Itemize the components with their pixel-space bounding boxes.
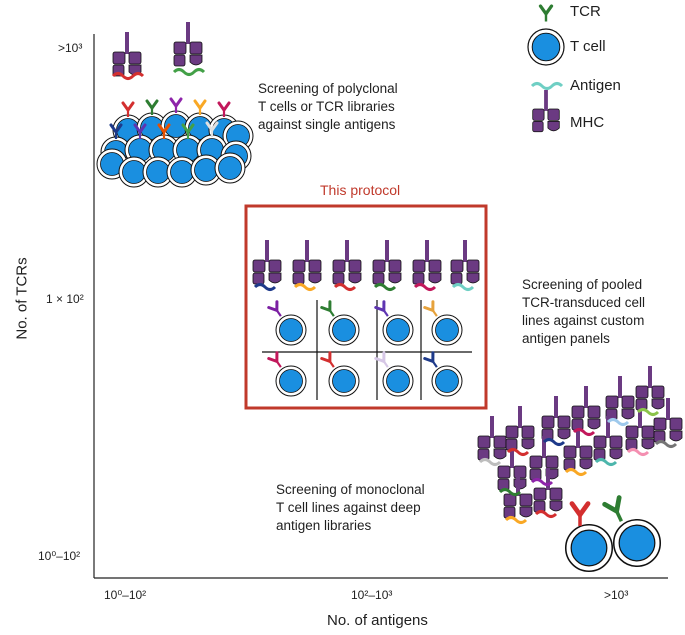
y-tick-high: >10³: [58, 41, 83, 55]
y-axis-title: No. of TCRs: [13, 257, 31, 340]
legend-label-tcr: TCR: [570, 3, 601, 20]
pooled-mhc-illustration: [477, 365, 683, 524]
protocol-box: [244, 204, 488, 410]
y-tick-low: 10⁰–10²: [38, 549, 81, 563]
monoclonal-tcell-illustration: [564, 498, 662, 573]
annotation-pooled-line-4: antigen panels: [522, 331, 610, 346]
legend-label-t-cell: T cell: [570, 38, 606, 55]
protocol-title: This protocol: [320, 182, 401, 198]
x-axis-title: No. of antigens: [327, 612, 428, 629]
x-tick-low: 10⁰–10²: [104, 588, 147, 602]
annotation-pooled-line-1: Screening of pooled: [522, 277, 643, 292]
annotation-pooled-line-2: TCR-transduced cell: [522, 295, 646, 310]
tcr-icon: [538, 4, 554, 24]
annotation-polyclonal-line-1: Screening of polyclonal: [258, 81, 398, 96]
annotation-monoclonal-line-1: Screening of monoclonal: [276, 482, 425, 497]
protocol-illustration: [252, 239, 480, 400]
legend-label-mhc: MHC: [570, 114, 605, 131]
annotation-polyclonal-line-3: against single antigens: [258, 117, 396, 132]
x-tick-high: >10³: [604, 588, 629, 602]
y-tick-mid: 1 × 10²: [46, 292, 84, 306]
mhc-icon: [532, 89, 560, 133]
annotation-pooled-line-3: lines against custom: [522, 313, 645, 328]
annotation-monoclonal-line-2: T cell lines against deep: [276, 500, 421, 515]
polyclonal-illustration: [96, 21, 254, 188]
annotation-monoclonal-line-3: antigen libraries: [276, 518, 372, 533]
t-cell-icon: [527, 28, 565, 66]
x-tick-mid: 10²–10³: [351, 588, 393, 602]
annotation-polyclonal-line-2: T cells or TCR libraries: [258, 99, 395, 114]
legend-label-antigen: Antigen: [570, 77, 621, 94]
antigen-icon: [530, 82, 564, 90]
